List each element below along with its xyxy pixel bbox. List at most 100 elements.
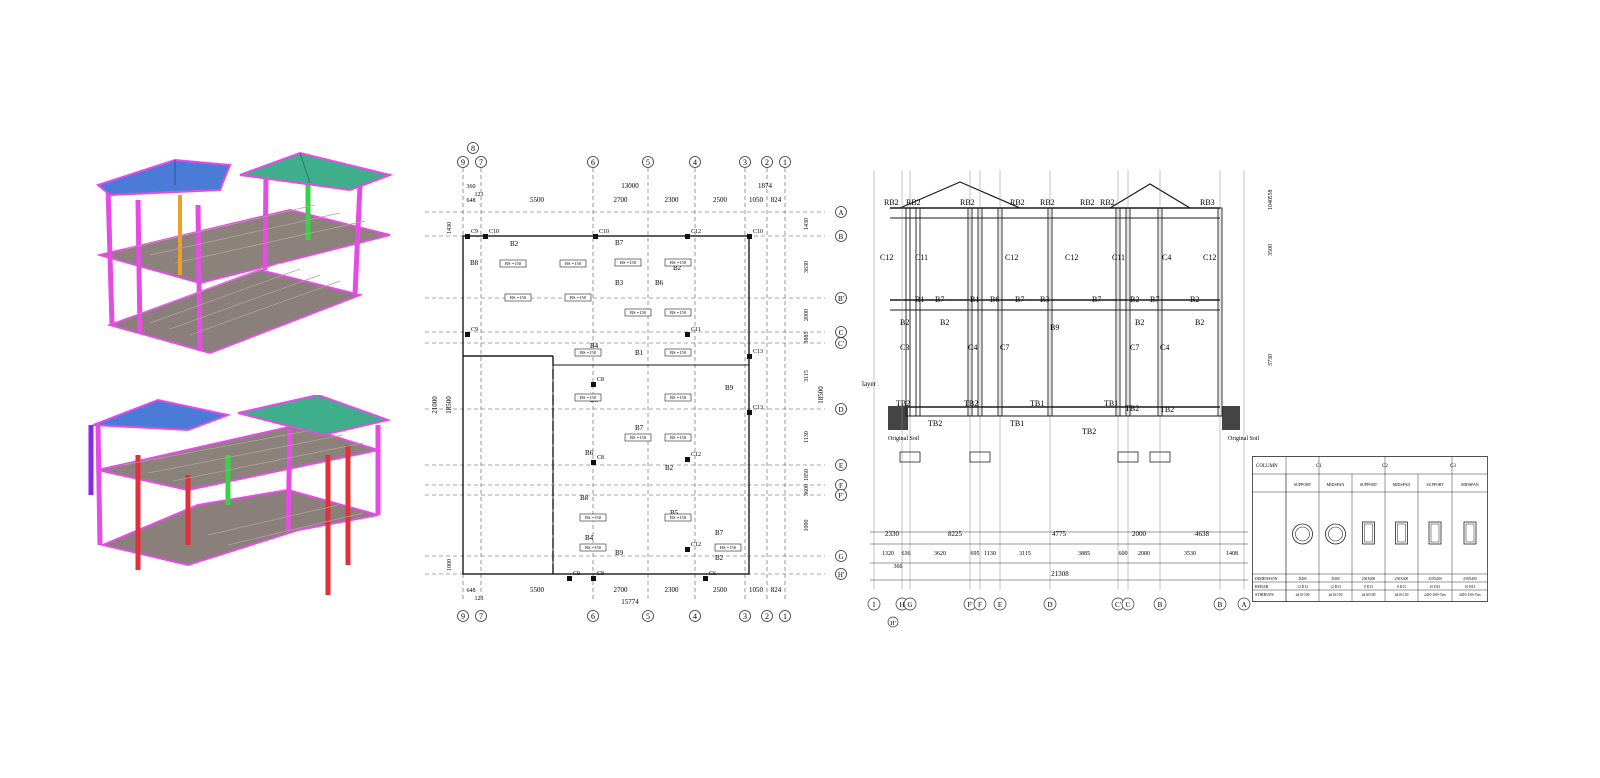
section-dim-right: 1040	[1268, 198, 1274, 210]
roof-truss-right	[1109, 183, 1191, 209]
slab-tag: BS =150	[620, 260, 637, 265]
section-column-label: C4	[968, 343, 977, 352]
plan-frame	[462, 235, 750, 575]
section-axis-bubble	[1237, 597, 1251, 611]
axis-label-right: B	[839, 233, 844, 241]
slab-tag-box	[664, 513, 692, 522]
dimension-bottom: 2300	[665, 586, 680, 594]
axis-bubble-top	[689, 156, 701, 168]
section-axis-label: F'	[967, 601, 972, 609]
tie-beam-label: TB2	[1125, 404, 1139, 413]
section-beam-label: B7	[935, 295, 944, 304]
schedule-row-label: STIRRUPS	[1255, 592, 1274, 597]
section-beam-label: B1	[970, 295, 979, 304]
slab-tag: BS =150	[580, 395, 597, 400]
axis-label-bottom: 7	[479, 612, 483, 621]
schedule-cell: D400	[1332, 577, 1340, 581]
section-dim-row2: 2000	[1138, 551, 1150, 557]
section-axis-label: A	[1241, 601, 1246, 609]
axis-bubble-right	[835, 292, 847, 304]
slab-tag-box	[714, 543, 742, 552]
column-marker	[483, 234, 488, 239]
slab-tag: BS =150	[630, 310, 647, 315]
column-marker	[591, 382, 596, 387]
roof-beam-label: RB2	[960, 198, 975, 207]
column-marker	[591, 460, 596, 465]
schedule-column-name: C3	[1450, 464, 1456, 469]
slab-tag-box	[564, 293, 592, 302]
schedule-row-label: REBAR	[1255, 584, 1269, 589]
axis-label-bottom: 6	[591, 612, 595, 621]
axis-label-right: E	[839, 462, 843, 470]
section-dim-row3: 366	[894, 564, 903, 570]
tie-beam-label: TB2	[964, 399, 978, 408]
section-beam-label: B2	[1130, 295, 1139, 304]
schedule-subhead: MIDSPAN	[1393, 482, 1411, 487]
section-axis-bubble	[1121, 597, 1135, 611]
axis-bubble-bottom	[689, 610, 701, 622]
section-beam-label: B7	[1150, 295, 1159, 304]
section-beam-label: B2	[940, 318, 949, 327]
beam-label: B7	[615, 239, 624, 247]
structural-model-view-bottom	[78, 393, 398, 610]
slab-tag-box	[574, 348, 602, 357]
slab-tag: BS =150	[630, 435, 647, 440]
axis-bubble-right	[835, 403, 847, 415]
section-dim-row2: 3115	[1019, 551, 1031, 557]
axis-bubble-right	[835, 459, 847, 471]
section-axis-bubble	[1153, 597, 1167, 611]
slab-grid	[124, 204, 366, 336]
schedule-cell: 2d10-150+Ties	[1459, 593, 1481, 597]
axis-bubble-right	[835, 337, 847, 349]
section-dim-row2: 1408	[1226, 551, 1238, 557]
axis-label-bottom: 1	[783, 612, 787, 621]
slab-tag: BS =150	[670, 350, 687, 355]
axis-bubble-bottom	[475, 610, 487, 622]
slab-tag: BS =150	[670, 395, 687, 400]
beam-label: B8	[580, 494, 589, 502]
section-column-label: C3	[900, 343, 909, 352]
building-section-drawing: RB2RB2RB2RB2RB2RB2RB2RB3CONCRETE ROOF1ST…	[860, 160, 1342, 630]
column-label: C10	[753, 229, 763, 235]
layer-label: layer	[862, 380, 877, 388]
dimension-left: 1000	[447, 559, 453, 571]
schedule-cell: 2d10-100	[1296, 593, 1310, 597]
floor-plan-drawing: B2B7B1B2B6B8B3B4B5B9B1B7B2B6B8B5B4B9B7B2…	[415, 140, 855, 635]
dimension-bottom: 1050	[749, 586, 764, 594]
section-axis-label: F	[978, 601, 982, 609]
section-dim-row2: 636	[902, 551, 911, 557]
schedule-cell: 8 D13	[1397, 585, 1406, 589]
column-marker	[703, 576, 708, 581]
axis-label-right: B'	[838, 295, 844, 303]
section-axis-label: I	[873, 601, 876, 609]
column-label: C12	[691, 452, 701, 458]
slab-tag-box	[624, 433, 652, 442]
rect-column-stirrup	[1465, 523, 1475, 543]
axis-bubble-right	[835, 568, 847, 580]
rect-column-stirrup	[1430, 523, 1440, 543]
dimension-right: 3115	[804, 370, 810, 382]
section-axis-label: G	[907, 601, 912, 609]
axis-bubble-bottom	[779, 610, 791, 622]
schedule-cell: 12 D13	[1330, 585, 1341, 589]
schedule-subhead: SUPPORT	[1294, 482, 1312, 487]
schedule-cell: 250X400	[1362, 577, 1376, 581]
section-column-label: C12	[1005, 253, 1018, 262]
slab-tag: BS =150	[580, 350, 597, 355]
column-label: C9	[471, 229, 478, 235]
roof-beam-label: RB2	[906, 198, 921, 207]
column-marker	[747, 234, 752, 239]
section-axis-label: B	[1218, 601, 1223, 609]
column-label: C12	[691, 542, 701, 548]
dimension-right: 3885	[804, 332, 810, 344]
dimension-bottom: 2500	[713, 586, 728, 594]
section-axis-label: C	[1126, 601, 1131, 609]
plan-dimension-layer: 5500550027002700230023002500250010501050…	[431, 182, 825, 606]
dimension-top-small: 648	[467, 198, 476, 204]
axis-label-extra: 8	[471, 144, 475, 153]
beam-label-layer: B2B7B1B2B6B8B3B4B5B9B1B7B2B6B8B5B4B9B7B2…	[465, 229, 763, 581]
axis-label-right: F	[839, 482, 843, 490]
dimension-top-small: 123	[475, 192, 484, 198]
